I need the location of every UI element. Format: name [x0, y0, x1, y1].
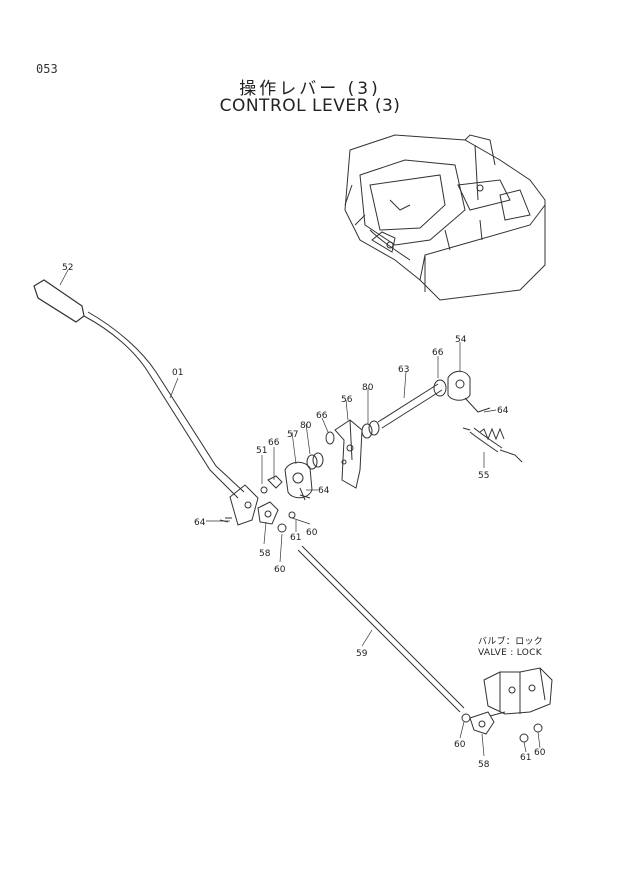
valve-lock-illustration [461, 667, 553, 743]
lever-bracket-assembly [257, 461, 313, 533]
callout-66: 66 [432, 348, 444, 358]
callout-64: 64 [497, 406, 509, 416]
callout-60: 60 [306, 528, 318, 538]
callout-58: 58 [259, 549, 271, 559]
callout-59: 59 [356, 649, 368, 659]
callout-80: 80 [362, 383, 374, 393]
callout-60: 60 [454, 740, 466, 750]
callout-57: 57 [287, 430, 298, 440]
inset-label-japanese: バルブ：ロック [478, 637, 544, 647]
callout-52: 52 [62, 263, 73, 273]
callout-61: 61 [290, 533, 301, 543]
bracket [334, 419, 363, 489]
machine-overview-illustration [344, 134, 546, 301]
leader-lines [59, 269, 541, 757]
callout-58: 58 [478, 760, 490, 770]
callout-64: 64 [194, 518, 206, 528]
callout-labels: 52 01 64 51 66 57 80 66 56 80 63 66 54 6… [62, 263, 546, 770]
control-lever [33, 279, 259, 526]
callout-63: 63 [398, 365, 409, 375]
callout-01: 01 [172, 368, 183, 378]
callout-61: 61 [520, 753, 531, 763]
page-number: 053 [36, 62, 58, 76]
callout-80: 80 [300, 421, 312, 431]
plate-and-spring [447, 370, 523, 463]
title-english: CONTROL LEVER (3) [219, 96, 401, 116]
callout-64: 64 [318, 486, 330, 496]
callout-66: 66 [268, 438, 280, 448]
shaft [377, 383, 443, 429]
callout-54: 54 [455, 335, 467, 345]
bushings [306, 379, 447, 470]
callout-60: 60 [274, 565, 286, 575]
callout-66: 66 [316, 411, 328, 421]
callout-56: 56 [341, 395, 353, 405]
rod [297, 545, 465, 713]
callout-55: 55 [478, 471, 489, 481]
callout-51: 51 [256, 446, 267, 456]
inset-label-english: VALVE : LOCK [478, 648, 542, 658]
title-japanese: 操作レバー (3) [239, 79, 381, 99]
callout-60: 60 [534, 748, 546, 758]
